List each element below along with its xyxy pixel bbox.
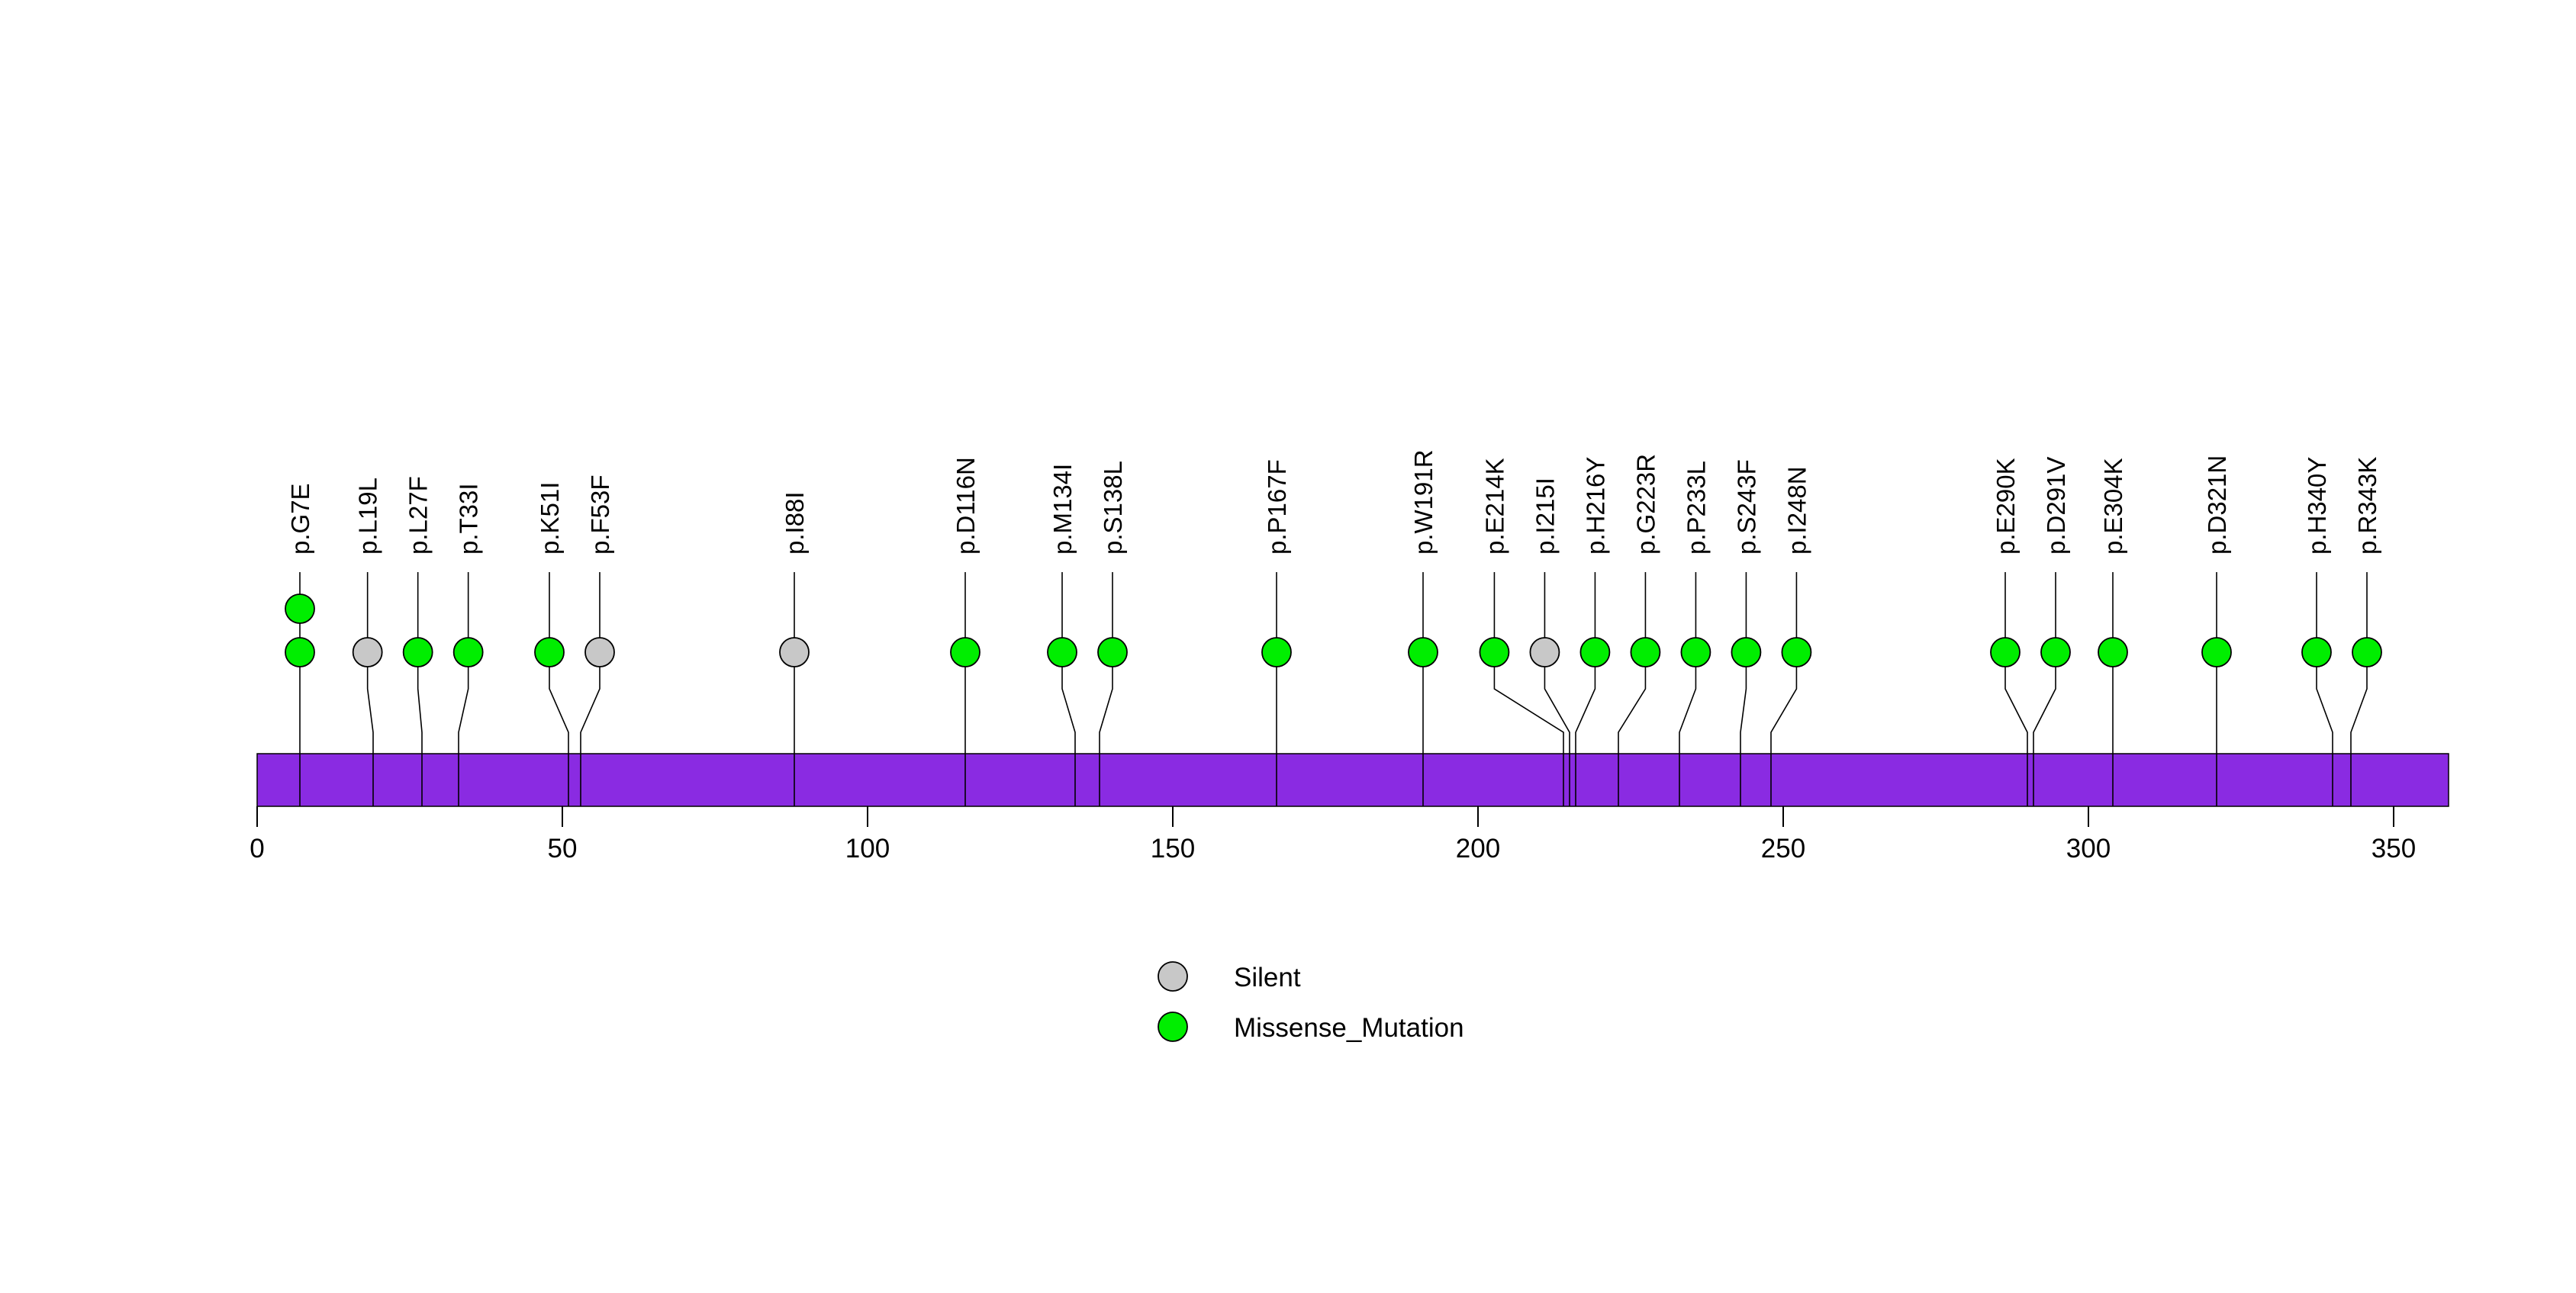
mutation-label: p.D321N	[2203, 455, 2231, 555]
mutation-label: p.L19L	[354, 478, 382, 555]
mutation-label: p.P167F	[1263, 459, 1291, 555]
mutation-stem	[458, 572, 469, 806]
axis-tick-label: 200	[1456, 834, 1500, 864]
mutation-label: p.H216Y	[1581, 457, 1609, 555]
mutation-stem	[549, 572, 569, 806]
mutation-stem	[1679, 572, 1697, 806]
mutation-label: p.G223R	[1631, 454, 1660, 555]
mutation-stem	[366, 572, 374, 806]
mutation-label: p.F53F	[586, 474, 614, 555]
mutation-label: p.D116N	[952, 457, 980, 555]
mutation-circle	[452, 637, 484, 667]
mutation-stem	[2004, 572, 2028, 806]
mutation-circle	[2352, 637, 2382, 667]
mutation-circle	[1579, 637, 1611, 667]
axis-tick-label: 150	[1151, 834, 1195, 864]
mutation-circle	[584, 637, 615, 667]
mutation-circle	[1781, 637, 1812, 667]
mutation-label: p.E214K	[1480, 458, 1509, 555]
mutation-label: p.D291V	[2042, 457, 2070, 555]
mutation-label: p.E290K	[1992, 458, 2020, 555]
axis-tick-label: 50	[548, 834, 578, 864]
axis-tick-label: 100	[845, 834, 890, 864]
mutation-label: p.L27F	[404, 476, 433, 555]
axis-tick-label: 350	[2372, 834, 2416, 864]
mutation-circle	[2301, 637, 2332, 667]
mutation-stem	[2033, 572, 2056, 806]
mutation-label: p.H340Y	[2303, 457, 2331, 555]
mutation-label: p.S138L	[1099, 461, 1127, 555]
axis-tick-label: 300	[2066, 834, 2111, 864]
mutation-circle	[1630, 637, 1661, 667]
mutation-label: p.I248N	[1782, 466, 1811, 555]
mutation-label: p.P233L	[1682, 461, 1710, 555]
mutation-circle	[1680, 637, 1711, 667]
mutation-circle	[285, 637, 315, 667]
mutation-stem	[1618, 572, 1647, 806]
mutation-label: p.I88I	[781, 491, 809, 555]
axis-tick-label: 250	[1761, 834, 1805, 864]
mutation-circle	[2098, 637, 2128, 667]
mutation-circle	[1731, 637, 1762, 667]
mutation-label: p.E304K	[2099, 458, 2127, 555]
mutation-circle	[352, 637, 383, 667]
mutation-circle	[1529, 637, 1560, 667]
mutation-label: p.K51I	[536, 482, 564, 555]
mutation-label: p.M134I	[1048, 464, 1077, 555]
mutation-circle	[1990, 637, 2021, 667]
axis-tick-label: 0	[250, 834, 264, 864]
mutation-label: p.S243F	[1732, 459, 1760, 555]
mutation-label: p.T33I	[455, 483, 483, 555]
mutation-circle	[1261, 637, 1292, 667]
mutation-circle	[1408, 637, 1438, 667]
mutation-circle	[285, 593, 315, 624]
legend-swatch-silent	[1158, 961, 1188, 992]
mutation-stem	[417, 572, 423, 806]
mutation-circle	[534, 637, 565, 667]
mutation-label: p.R343K	[2353, 457, 2381, 555]
mutation-label: p.I215I	[1531, 478, 1559, 555]
mutation-stem	[2350, 572, 2368, 806]
mutation-circle	[1047, 637, 1077, 667]
mutation-stem	[2316, 572, 2333, 806]
mutation-stem	[1575, 572, 1596, 806]
mutation-circle	[1097, 637, 1128, 667]
mutation-circle	[402, 637, 433, 667]
mutation-stem	[1493, 572, 1564, 806]
mutation-stem	[1740, 572, 1747, 806]
mutation-circle	[2201, 637, 2232, 667]
mutation-label: p.G7E	[286, 483, 314, 555]
legend-label-silent: Silent	[1234, 963, 1301, 992]
mutation-stem	[1544, 572, 1570, 806]
protein-bar	[256, 753, 2449, 807]
legend-label-missense-mutation: Missense_Mutation	[1234, 1013, 1464, 1043]
mutation-stem	[1099, 572, 1113, 806]
mutation-circle	[779, 637, 810, 667]
legend-swatch-missense-mutation	[1158, 1012, 1188, 1042]
mutation-stem	[1061, 572, 1076, 806]
mutation-label: p.W191R	[1409, 449, 1438, 555]
mutation-circle	[1479, 637, 1510, 667]
mutation-stem	[1770, 572, 1798, 806]
mutation-stem	[580, 572, 601, 806]
mutation-circle	[2040, 637, 2071, 667]
mutation-circle	[950, 637, 980, 667]
